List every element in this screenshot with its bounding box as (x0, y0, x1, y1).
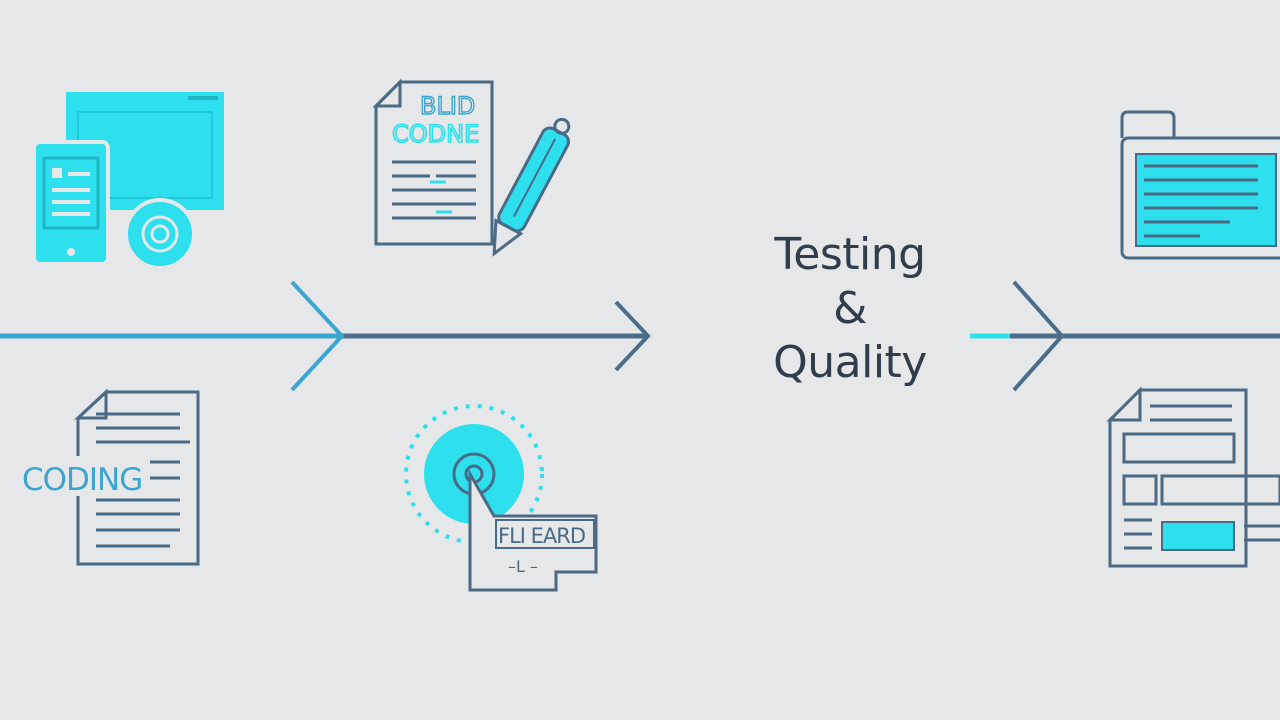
coding-document-icon: CODING (20, 388, 200, 566)
timeline-arrow-left (0, 280, 651, 392)
timeline-arrow-right (970, 280, 1280, 392)
target-card-icon: FLI EARD –L – (404, 404, 598, 592)
form-document-icon (1106, 386, 1280, 568)
spec-doc-title-1: BLID (420, 92, 475, 120)
card-label: FLI EARD (498, 524, 585, 548)
spec-doc-title-2: CODNE (392, 120, 479, 148)
devices-gear-icon (32, 92, 224, 270)
coding-label: CODING (22, 462, 142, 498)
center-label: Testing & Quality (760, 228, 940, 390)
center-label-line-2: & (833, 283, 867, 334)
card-sub-label: –L – (508, 557, 538, 576)
folder-window-icon (1120, 110, 1280, 260)
center-label-line-3: Quality (773, 337, 927, 388)
center-label-line-1: Testing (774, 229, 926, 280)
document-pen-icon: BLID CODNE (372, 78, 571, 257)
